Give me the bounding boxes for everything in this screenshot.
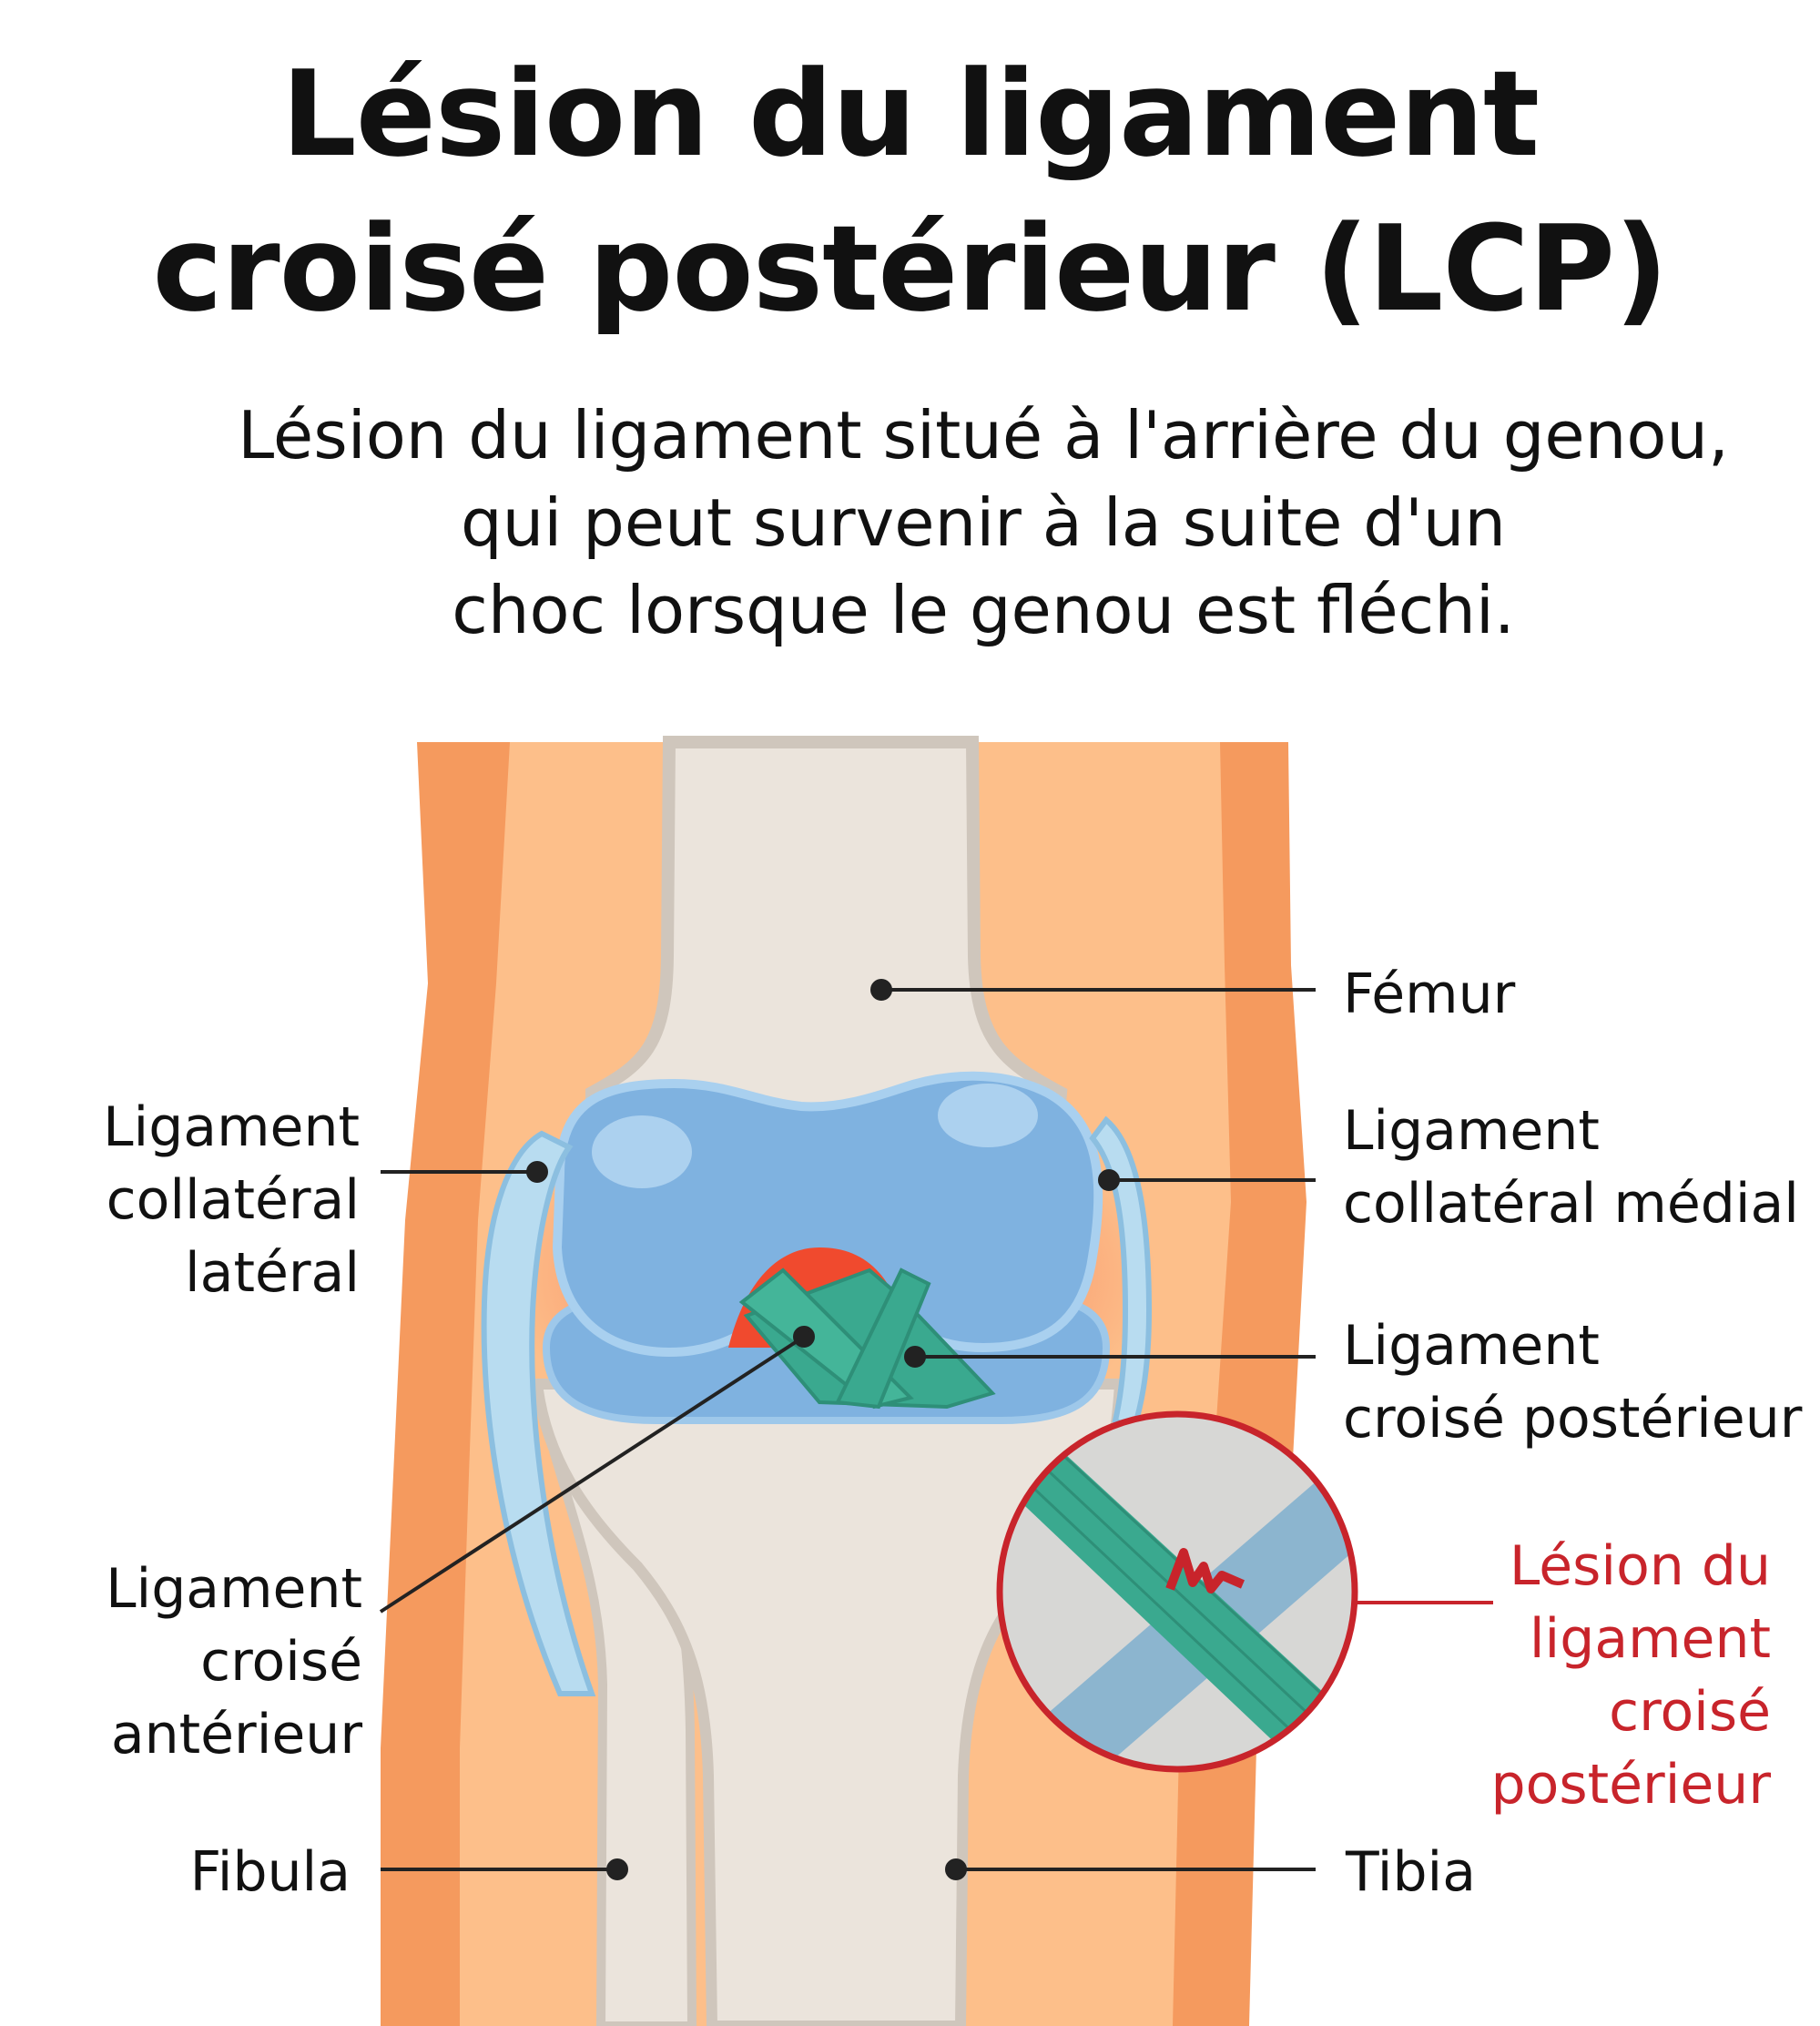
label-fibula: Fibula: [189, 1840, 351, 1904]
label-tibia: Tibia: [1346, 1840, 1476, 1904]
title-line-2: croisé postérieur (LCP): [152, 199, 1668, 338]
label-injury: Lésion du ligament croisé postérieur: [1490, 1534, 1771, 1817]
label-anterior-cruciate-ligament: Ligament croisé antérieur: [106, 1557, 362, 1766]
description: Lésion du ligament situé à l'arrière du …: [209, 392, 1757, 654]
label-lateral-collateral-ligament: Ligament collatéral latéral: [103, 1095, 360, 1305]
title-line-1: Lésion du ligament: [280, 45, 1540, 183]
description-line-2: qui peut survenir à la suite d'un: [460, 484, 1507, 561]
condyle-highlight-right: [938, 1084, 1038, 1147]
anterior-cruciate-ligament-2: [834, 1268, 931, 1410]
label-posterior-cruciate-ligament: Ligament croisé postérieur: [1343, 1314, 1803, 1451]
label-medial-collateral-ligament: Ligament collatéral médial: [1343, 1099, 1799, 1236]
lateral-collateral-ligament: [481, 1130, 596, 1696]
injury-zoom-circle: [996, 1410, 1358, 1773]
leader-lines: [379, 979, 1316, 1880]
tear-mark: [1165, 1548, 1245, 1593]
label-femur: Fémur: [1343, 962, 1516, 1026]
condyle-highlight-left: [592, 1115, 692, 1188]
description-line-3: choc lorsque le genou est fléchi.: [452, 572, 1515, 648]
page-title: Lésion du ligament croisé postérieur (LC…: [0, 36, 1820, 346]
description-line-1: Lésion du ligament situé à l'arrière du …: [238, 397, 1729, 473]
